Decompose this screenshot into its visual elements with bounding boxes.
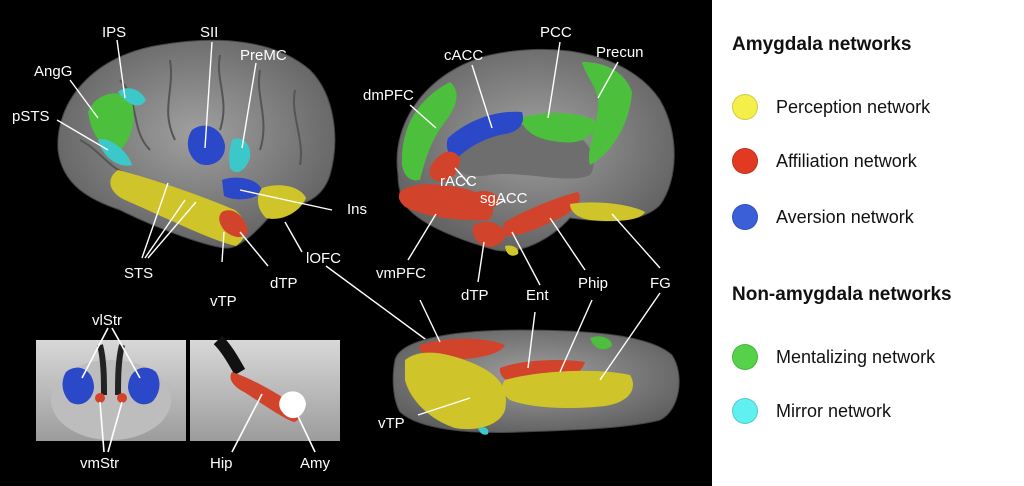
medial-vtp-dot <box>505 245 519 256</box>
sagittal-labels: Hip Amy <box>210 455 331 472</box>
medial-sgacc-region <box>470 190 500 210</box>
lateral-brain-view <box>57 39 336 249</box>
coronal-leader-lines <box>81 327 141 453</box>
brain-figure-svg: IPS SII AngG PreMC pSTS Ins lOFC STS dTP… <box>12 24 680 472</box>
label-vmpfc: vmPFC <box>376 265 426 282</box>
legend-label-affiliation: Affiliation network <box>776 150 917 171</box>
label-vlstr: vlStr <box>92 312 122 329</box>
coronal-left-vmstr <box>95 393 105 403</box>
ventral-leader-lines <box>417 292 661 416</box>
sagittal-amygdala <box>279 391 306 419</box>
lateral-labels: IPS SII AngG PreMC pSTS Ins lOFC STS dTP… <box>12 24 367 310</box>
amygdala-networks-heading: Amygdala networks <box>732 34 912 55</box>
mirror-swatch <box>732 398 758 424</box>
lateral-dtp-region <box>219 210 248 238</box>
label-sts: STS <box>124 265 153 282</box>
sagittal-leader-lines <box>231 393 316 453</box>
label-sgacc: sgACC <box>480 190 528 207</box>
medial-fg-region <box>570 202 645 222</box>
label-sii: SII <box>200 24 218 41</box>
perception-swatch <box>732 94 758 120</box>
medial-ent-phip-region <box>503 192 580 236</box>
legend-label-mentalizing: Mentalizing network <box>776 346 936 367</box>
legend-label-aversion: Aversion network <box>776 206 914 227</box>
legend-item-aversion: Aversion network <box>732 202 914 232</box>
label-fg: FG <box>650 275 671 292</box>
inset-coronal <box>36 340 186 441</box>
ventral-green-patch <box>590 336 612 350</box>
aversion-swatch <box>732 204 758 230</box>
label-vtp-lateral: vTP <box>210 293 237 310</box>
legend-item-perception: Perception network <box>732 92 930 122</box>
lateral-sii-region <box>187 125 226 166</box>
label-ent: Ent <box>526 287 549 304</box>
medial-cacc-region <box>446 111 524 160</box>
label-precun: Precun <box>596 44 644 61</box>
label-vtp-ventral: vTP <box>378 415 405 432</box>
affiliation-swatch <box>732 148 758 174</box>
legend-item-mentalizing: Mentalizing network <box>732 342 935 372</box>
label-ips: IPS <box>102 24 126 41</box>
ventral-yellow-fg <box>502 370 633 408</box>
coronal-right-striatum <box>128 367 160 405</box>
coronal-right-vmstr <box>117 393 127 403</box>
legend-label-perception: Perception network <box>776 96 931 117</box>
label-psts: pSTS <box>12 108 50 125</box>
label-angg: AngG <box>34 63 72 80</box>
ventral-labels: vTP <box>378 415 405 432</box>
label-dmpfc: dmPFC <box>363 87 414 104</box>
label-dtp-medial: dTP <box>461 287 489 304</box>
ventral-cyan-dot <box>478 427 489 435</box>
medial-dtp-region <box>472 221 506 247</box>
lofc-connector-line <box>325 265 441 351</box>
label-premc: PreMC <box>240 47 287 64</box>
ventral-brain-view <box>392 329 680 435</box>
legend-item-affiliation: Affiliation network <box>732 146 917 176</box>
lateral-angg-region <box>88 93 134 151</box>
coronal-labels: vlStr vmStr <box>80 312 122 472</box>
lateral-lofc-region <box>257 185 306 219</box>
lateral-ins-region <box>222 177 262 200</box>
lateral-sts-region <box>110 170 246 246</box>
label-ins: Ins <box>347 201 367 218</box>
label-racc: rACC <box>440 173 477 190</box>
label-cacc: cACC <box>444 47 483 64</box>
label-vmstr: vmStr <box>80 455 119 472</box>
legend-label-mirror: Mirror network <box>776 400 892 421</box>
lateral-ips-region <box>118 88 146 106</box>
medial-pcc-region <box>520 112 596 143</box>
label-amy: Amy <box>300 455 331 472</box>
label-phip: Phip <box>578 275 608 292</box>
lateral-leader-lines <box>56 39 333 267</box>
coronal-ventricles <box>97 344 125 396</box>
mentalizing-swatch <box>732 344 758 370</box>
label-pcc: PCC <box>540 24 572 41</box>
brain-figure: IPS SII AngG PreMC pSTS Ins lOFC STS dTP… <box>0 0 712 486</box>
ventral-yellow-left <box>405 352 506 430</box>
label-lofc: lOFC <box>306 250 341 267</box>
medial-racc-region <box>429 151 460 182</box>
legend-item-mirror: Mirror network <box>732 396 891 426</box>
medial-precun-region <box>582 62 632 165</box>
medial-dmpfc-region <box>401 82 457 181</box>
label-hip: Hip <box>210 455 233 472</box>
network-legend: Amygdala networks Perception network Aff… <box>712 0 1024 486</box>
inset-sagittal <box>190 335 340 441</box>
sagittal-ventricle <box>213 335 246 376</box>
medial-vmpfc-region <box>398 184 494 221</box>
medial-labels: cACC PCC Precun dmPFC rACC sgACC vmPFC d… <box>363 24 671 304</box>
medial-brain-view <box>396 48 675 256</box>
medial-leader-lines <box>407 41 661 286</box>
lateral-psts-region <box>98 139 132 166</box>
lateral-premc-region <box>229 138 251 173</box>
coronal-left-striatum <box>62 367 94 405</box>
label-dtp-lateral: dTP <box>270 275 298 292</box>
non-amygdala-networks-heading: Non-amygdala networks <box>732 284 952 305</box>
